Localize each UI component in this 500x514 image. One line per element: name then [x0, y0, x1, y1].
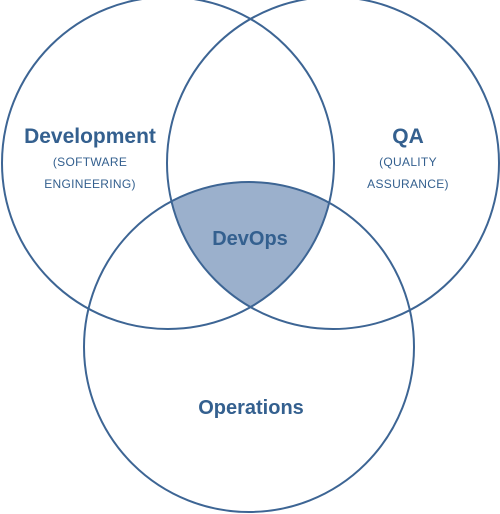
qa-circle [166, 0, 500, 330]
operations-circle [83, 181, 415, 513]
development-subtitle-line2: ENGINEERING) [44, 177, 136, 191]
qa-subtitle-line1: (QUALITY [379, 155, 437, 169]
development-circle [1, 0, 335, 330]
development-subtitle-line1: (SOFTWARE [53, 155, 127, 169]
operations-title: Operations [198, 397, 304, 419]
development-title: Development [24, 125, 156, 148]
devops-label: DevOps [212, 228, 288, 250]
qa-title: QA [392, 125, 424, 148]
qa-subtitle-line2: ASSURANCE) [367, 177, 449, 191]
